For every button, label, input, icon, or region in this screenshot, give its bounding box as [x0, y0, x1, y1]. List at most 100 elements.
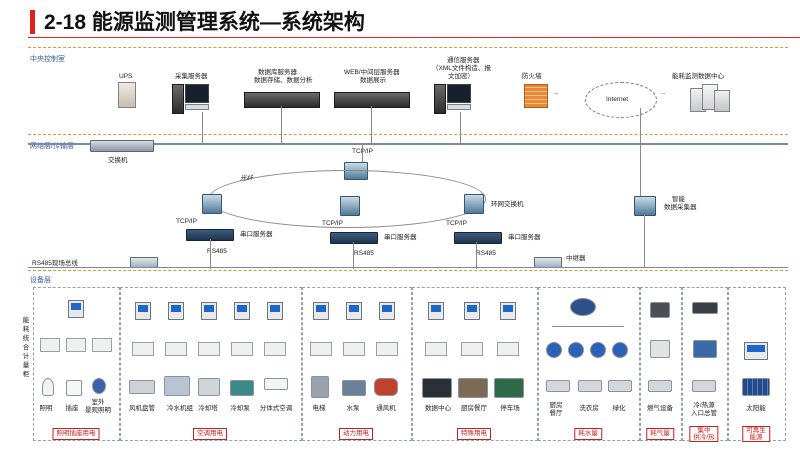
group-tag-line: 供冷/热	[693, 434, 715, 441]
ups-icon	[118, 82, 136, 108]
outdoor-light-icon	[92, 378, 106, 394]
title-accent	[30, 10, 35, 34]
firewall-icon	[524, 84, 548, 108]
zone-divider-device	[28, 270, 788, 271]
tcpip-label-left: TCP/IP	[176, 218, 197, 225]
device-label: 室外	[91, 399, 105, 406]
breaker-icon	[461, 342, 483, 356]
breaker-icon	[165, 342, 187, 356]
ups-label: UPS	[119, 73, 133, 80]
keyboard-icon	[447, 104, 471, 110]
device-label: 餐厅	[549, 410, 563, 417]
comm-server-desc-2: 文加密）	[448, 73, 474, 80]
power-meter-icon	[135, 302, 151, 320]
zone-divider-top	[28, 47, 788, 48]
page-title: 2-18 能源监测管理系统—系统架构	[44, 11, 365, 34]
breaker-icon	[425, 342, 447, 356]
web-server-rack-icon	[334, 92, 410, 108]
split-ac-icon	[264, 378, 288, 390]
group-lighting-socket	[33, 287, 120, 441]
repeater-label: 中继器	[566, 255, 586, 262]
label-char: 合	[22, 344, 30, 351]
label-char: 统	[22, 335, 30, 342]
internet-label: Internet	[606, 96, 629, 103]
data-center-label: 能耗监测数据中心	[672, 73, 724, 80]
power-meter-icon	[234, 302, 250, 320]
serial-server-mid-icon	[330, 232, 378, 244]
power-meter-icon	[68, 300, 84, 318]
device-label: 照明	[39, 405, 53, 412]
device-label: 冷水机组	[167, 405, 193, 412]
serial-server-label-right: 串口服务器	[508, 234, 541, 241]
tcpip-label-right: TCP/IP	[446, 220, 467, 227]
link	[644, 214, 645, 268]
keyboard-icon	[185, 104, 209, 110]
breaker-icon	[376, 342, 398, 356]
power-meter-icon	[267, 302, 283, 320]
heat-meter-icon	[693, 340, 717, 358]
fan-coil-icon	[129, 380, 155, 394]
group-tag: 耗水量	[574, 428, 602, 440]
power-meter-icon	[500, 302, 516, 320]
power-meter-icon	[201, 302, 217, 320]
light-bulb-icon	[42, 378, 54, 396]
power-meter-icon	[428, 302, 444, 320]
smart-collector-icon	[634, 196, 656, 216]
socket-icon	[66, 380, 82, 396]
ring-switch-label: 环网交换机	[491, 201, 524, 208]
breaker-icon	[198, 342, 220, 356]
label-char: 量	[22, 362, 30, 369]
breaker-icon	[132, 342, 154, 356]
device-label: 厨房餐厅	[461, 405, 487, 412]
device-label: 风机盘管	[129, 405, 155, 412]
firewall-label: 防火墙	[522, 73, 542, 80]
link	[476, 242, 477, 269]
group-tag: 空调用电	[193, 428, 227, 440]
gas-pipe-icon	[648, 380, 672, 392]
link	[202, 112, 203, 143]
power-meter-icon	[313, 302, 329, 320]
tcpip-label-mid: TCP/IP	[322, 220, 343, 227]
serial-server-label-mid: 串口服务器	[384, 234, 417, 241]
comm-server-label: 通信服务器	[447, 57, 480, 64]
label-char: 耗	[22, 326, 30, 333]
group-tag: 可再生 能源	[742, 426, 770, 442]
pipe-icon	[578, 380, 602, 392]
zone-label-network: 网络层/传输层	[30, 143, 74, 150]
arrow-right-icon: ⇔	[660, 90, 667, 97]
device-label: 太阳能	[746, 405, 766, 412]
water-branch-line	[552, 326, 624, 327]
group-tag-line: 可再生	[746, 427, 766, 434]
group-tag-line: 集中	[697, 427, 711, 434]
cooling-pump-icon	[230, 380, 254, 396]
device-label: 厨房	[549, 402, 563, 409]
group-tag-line: 能源	[749, 434, 763, 441]
backbone-bus	[28, 143, 788, 145]
device-label: 停车场	[500, 405, 520, 412]
breaker-icon	[231, 342, 253, 356]
rs485-bus-label: RS485现场总线	[32, 260, 78, 267]
main-water-meter-icon	[570, 298, 596, 316]
link	[371, 106, 372, 143]
data-center-photo	[422, 378, 452, 398]
web-server-label: WEB/中间层服务器	[344, 69, 400, 76]
meter-cabinet-label: 能 耗 统 合 计 量 柜	[22, 316, 30, 379]
cooling-tower-icon	[198, 378, 220, 396]
breaker-icon	[497, 342, 519, 356]
smart-collector-label-2: 数据采集器	[664, 204, 697, 211]
breaker-icon	[264, 342, 286, 356]
internet-cloud-icon	[585, 82, 657, 118]
device-label: 数据中心	[425, 405, 451, 412]
device-label: 通风机	[376, 405, 396, 412]
title-bar: 2-18 能源监测管理系统—系统架构	[0, 0, 800, 38]
device-label: 绿化	[612, 405, 626, 412]
power-meter-icon	[168, 302, 184, 320]
group-tag: 照明插座用电	[52, 428, 100, 440]
link	[362, 143, 363, 163]
device-label: 水泵	[346, 405, 360, 412]
solar-panel-icon	[742, 378, 770, 396]
kitchen-photo	[458, 378, 488, 398]
water-meter-icon	[568, 342, 584, 358]
smart-collector-label-1: 智能	[672, 196, 685, 203]
link	[353, 242, 354, 269]
